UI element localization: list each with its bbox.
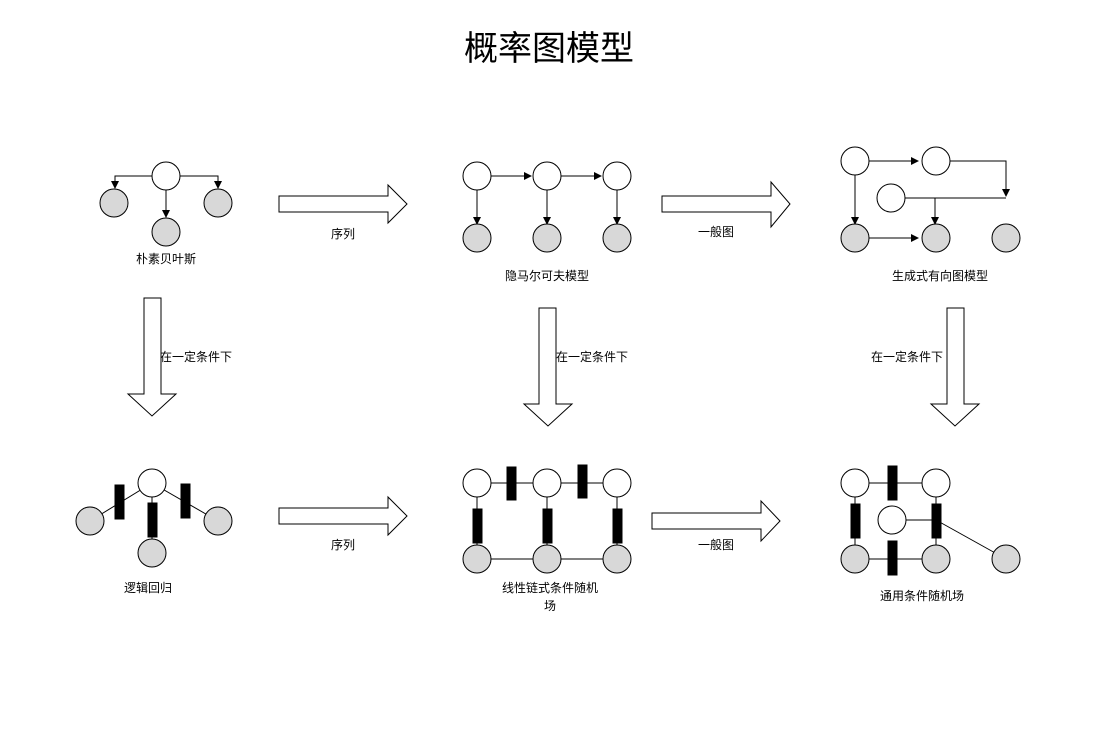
factor-node — [147, 502, 158, 538]
node-feature — [75, 506, 105, 536]
arrow-sequence-bottom — [278, 495, 408, 537]
label-generative-directed: 生成式有向图模型 — [892, 268, 988, 283]
arrow-conditional-left — [126, 297, 178, 417]
factor-node — [612, 508, 623, 544]
factor-node — [887, 465, 898, 501]
arrow-sequence-top — [278, 183, 408, 225]
node-label-state — [840, 468, 870, 498]
label-linear-chain-crf-line1: 线性链式条件随机 — [502, 580, 598, 595]
node-hidden-state — [532, 161, 562, 191]
node-label-state — [462, 468, 492, 498]
label-general-graph-bottom: 一般图 — [698, 537, 734, 552]
label-sequence-top: 序列 — [331, 226, 355, 241]
logistic-regression-graph — [75, 468, 233, 568]
node-observation — [840, 544, 870, 574]
node-observation — [991, 544, 1021, 574]
factor-node — [542, 508, 553, 544]
factor-node — [180, 483, 191, 519]
factor-node — [931, 503, 942, 539]
diagram-title: 概率图模型 — [464, 29, 634, 69]
label-conditional-left: 在一定条件下 — [160, 349, 232, 364]
node-label-state — [921, 468, 951, 498]
label-hmm: 隐马尔可夫模型 — [505, 268, 589, 283]
node-observation — [462, 223, 492, 253]
arrow-conditional-right — [929, 307, 981, 427]
label-sequence-bottom: 序列 — [331, 537, 355, 552]
node-observed — [921, 223, 951, 253]
label-general-crf: 通用条件随机场 — [880, 588, 964, 603]
node-hidden-state — [462, 161, 492, 191]
node-feature — [203, 506, 233, 536]
node-label-state — [877, 505, 907, 535]
arrow-conditional-middle — [522, 307, 574, 427]
factor-node — [850, 503, 861, 539]
arrow-general-graph-bottom — [651, 499, 781, 543]
node-observed — [991, 223, 1021, 253]
node-feature — [137, 538, 167, 568]
node-label-state — [532, 468, 562, 498]
label-conditional-middle: 在一定条件下 — [556, 349, 628, 364]
node-latent — [840, 146, 870, 176]
factor-node — [472, 508, 483, 544]
label-general-graph-top: 一般图 — [698, 224, 734, 239]
node-label-state — [602, 468, 632, 498]
arrow-general-graph-top — [661, 180, 791, 229]
hmm-graph — [462, 161, 632, 253]
label-naive-bayes: 朴素贝叶斯 — [136, 251, 196, 266]
node-observation — [532, 544, 562, 574]
naive-bayes-graph — [99, 161, 233, 247]
node-observation — [921, 544, 951, 574]
factor-node — [887, 540, 898, 576]
node-feature — [151, 217, 181, 247]
node-latent — [921, 146, 951, 176]
label-linear-chain-crf-line2: 场 — [544, 599, 556, 613]
node-observed — [840, 223, 870, 253]
node-observation — [602, 544, 632, 574]
label-conditional-right: 在一定条件下 — [871, 349, 943, 364]
factor-node — [114, 484, 125, 520]
node-observation — [462, 544, 492, 574]
node-label-y — [137, 468, 167, 498]
general-crf-graph — [840, 465, 1021, 576]
node-hidden-state — [602, 161, 632, 191]
node-observation — [532, 223, 562, 253]
factor-node — [577, 464, 588, 499]
node-observation — [602, 223, 632, 253]
label-logistic-regression: 逻辑回归 — [124, 581, 172, 595]
generative-directed-graph — [840, 146, 1021, 253]
linear-chain-crf-graph — [462, 464, 632, 574]
node-feature — [99, 188, 129, 218]
factor-node — [506, 466, 517, 501]
node-label-y — [151, 161, 181, 191]
node-latent — [876, 183, 906, 213]
node-feature — [203, 188, 233, 218]
